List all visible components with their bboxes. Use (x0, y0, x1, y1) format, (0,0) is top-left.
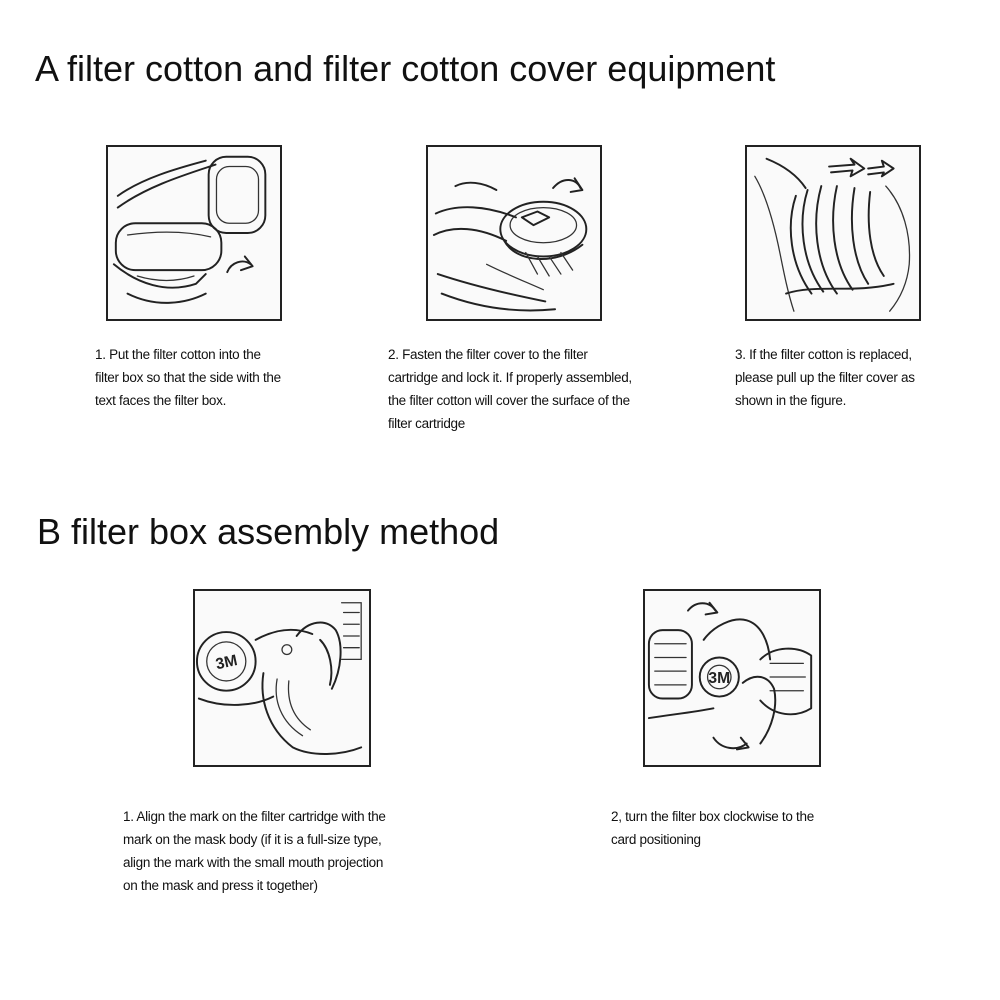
section-b-title: B filter box assembly method (37, 511, 500, 552)
3m-logo: 3M (708, 670, 730, 687)
step-b1-caption: 1. Align the mark on the filter cartridg… (123, 809, 386, 893)
step-a1-caption: 1. Put the filter cotton into the filter… (95, 347, 281, 408)
hands-fastening-filter-cover-illustration (426, 145, 602, 321)
hands-inserting-filter-cotton-illustration (106, 145, 282, 321)
mask-rotate-cartridge-illustration: 3M (643, 589, 821, 767)
step-a3-caption: 3. If the filter cotton is replaced, ple… (735, 347, 915, 408)
hands-pulling-filter-cover-illustration (745, 145, 921, 321)
section-a-title: A filter cotton and filter cotton cover … (35, 48, 776, 89)
step-b2-caption: 2, turn the filter box clockwise to the … (611, 809, 814, 847)
mask-align-cartridge-illustration: 3M (193, 589, 371, 767)
3m-logo: 3M (214, 652, 239, 673)
step-a2-caption: 2. Fasten the filter cover to the filter… (388, 347, 632, 431)
